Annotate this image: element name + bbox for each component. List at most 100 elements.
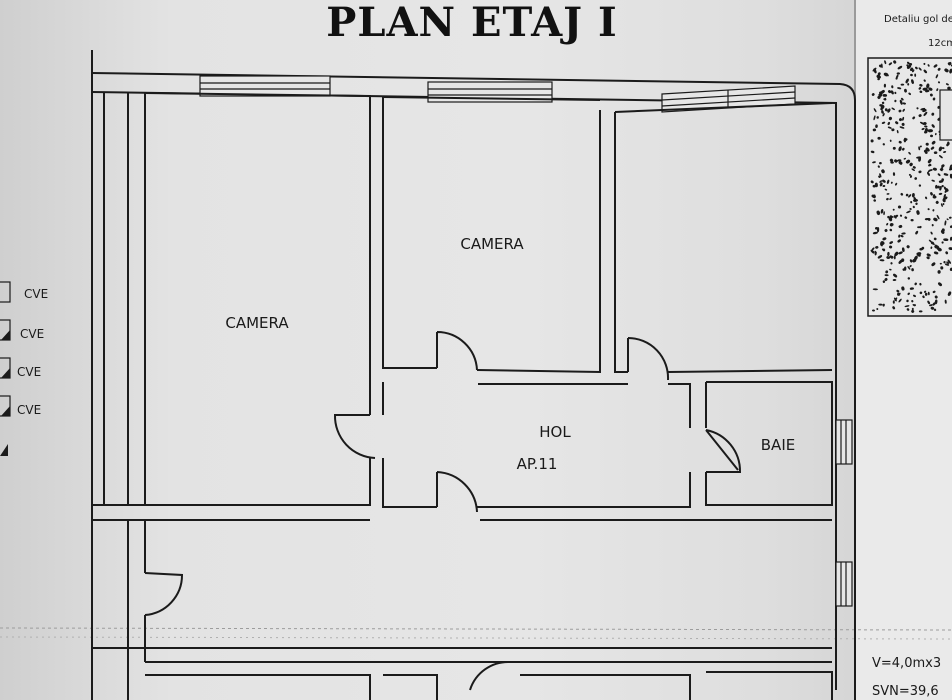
- hatch-speck: [908, 92, 912, 96]
- hatch-speck: [913, 294, 916, 298]
- hatch-speck: [947, 62, 951, 66]
- hatch-speck: [907, 83, 910, 86]
- hatch-speck: [870, 180, 874, 184]
- door-room-right: [627, 336, 670, 381]
- hatch-speck: [924, 150, 928, 154]
- hatch-speck: [899, 214, 903, 217]
- hatch-speck: [937, 67, 941, 71]
- hatch-speck: [927, 129, 933, 132]
- hatch-speck: [888, 62, 893, 66]
- hatch-speck: [894, 99, 897, 103]
- hatch-speck: [886, 193, 890, 195]
- hatch-speck: [892, 208, 895, 211]
- hatch-speck: [914, 73, 917, 77]
- hatch-speck: [900, 83, 905, 86]
- hatch-speck: [887, 215, 890, 219]
- hatch-speck: [910, 201, 913, 204]
- hatch-speck: [877, 72, 881, 76]
- hatch-speck: [945, 251, 949, 255]
- hatch-speck: [887, 251, 890, 257]
- legend-marker-5: [0, 444, 8, 456]
- hatch-speck: [889, 245, 893, 249]
- hatch-speck: [887, 126, 892, 129]
- hatch-speck: [902, 108, 905, 112]
- hatch-speck: [919, 282, 922, 286]
- hatch-speck: [942, 198, 946, 203]
- label-baie: BAIE: [761, 436, 795, 454]
- hatch-speck: [879, 104, 884, 107]
- hatch-speck: [926, 253, 931, 257]
- hatch-speck: [882, 113, 885, 117]
- hatch-speck: [939, 186, 942, 191]
- hatch-speck: [910, 218, 914, 222]
- hatch-speck: [901, 232, 906, 235]
- hatch-speck: [883, 211, 885, 216]
- hatch-speck: [943, 150, 947, 154]
- hatch-speck: [943, 186, 947, 191]
- hatch-speck: [943, 261, 946, 264]
- detail-opening: [939, 89, 952, 141]
- hatch-speck: [928, 163, 932, 167]
- hatch-speck: [908, 173, 911, 176]
- legend-label-1: CVE: [24, 287, 48, 301]
- hatch-speck: [909, 162, 913, 167]
- hatch-speck: [890, 181, 893, 184]
- hatch-speck: [882, 248, 885, 251]
- hatch-speck: [871, 93, 875, 96]
- hatch-speck: [933, 237, 937, 241]
- hatch-speck: [936, 185, 940, 189]
- room-hol: [477, 381, 833, 521]
- hatch-speck: [944, 68, 949, 73]
- hatch-speck: [905, 159, 911, 164]
- hatch-speck: [881, 169, 885, 174]
- hatch-speck: [896, 130, 899, 134]
- hatch-speck: [882, 280, 886, 283]
- hatch-speck: [897, 87, 902, 90]
- hatch-speck: [879, 91, 883, 95]
- hatch-speck: [896, 72, 900, 75]
- hatch-speck: [944, 299, 947, 304]
- hatch-speck: [896, 290, 900, 293]
- hatch-speck: [919, 225, 922, 229]
- hatch-speck: [911, 168, 915, 171]
- hatch-speck: [911, 300, 914, 303]
- hatch-speck: [870, 139, 874, 143]
- hatch-speck: [926, 83, 930, 89]
- hatch-speck: [912, 166, 916, 169]
- hatch-speck: [890, 262, 893, 265]
- hatch-speck: [879, 180, 883, 183]
- hatch-speck: [882, 93, 888, 97]
- hatch-speck: [918, 87, 922, 90]
- hatch-speck: [919, 90, 923, 94]
- hatch-speck: [930, 306, 935, 310]
- hatch-speck: [928, 239, 932, 243]
- hatch-speck: [946, 142, 950, 147]
- hatch-speck: [876, 210, 881, 216]
- hatch-speck: [901, 247, 905, 252]
- hatch-speck: [876, 116, 879, 119]
- hatch-speck: [920, 107, 926, 111]
- hatch-speck: [906, 210, 911, 214]
- hatch-speck: [888, 116, 893, 121]
- hatch-speck: [948, 247, 952, 251]
- hatch-speck: [893, 255, 896, 260]
- hatch-speck: [933, 308, 937, 311]
- hatch-speck: [901, 286, 905, 291]
- hatch-speck: [930, 192, 933, 196]
- door-baie: [705, 429, 742, 473]
- hatch-speck: [909, 175, 913, 178]
- hatch-speck: [872, 309, 875, 312]
- hatch-speck: [884, 73, 889, 77]
- hatch-speck: [897, 205, 902, 209]
- hatch-speck: [898, 161, 903, 165]
- hatch-speck: [907, 266, 911, 270]
- hatch-speck: [897, 65, 903, 70]
- hatch-speck: [930, 134, 933, 138]
- hatch-speck: [918, 146, 921, 151]
- hatch-speck: [898, 251, 903, 255]
- hatch-speck: [875, 246, 879, 249]
- hatch-speck: [898, 109, 902, 113]
- hatch-speck: [944, 190, 947, 193]
- hatch-speck: [907, 277, 910, 280]
- hatch-speck: [889, 215, 893, 219]
